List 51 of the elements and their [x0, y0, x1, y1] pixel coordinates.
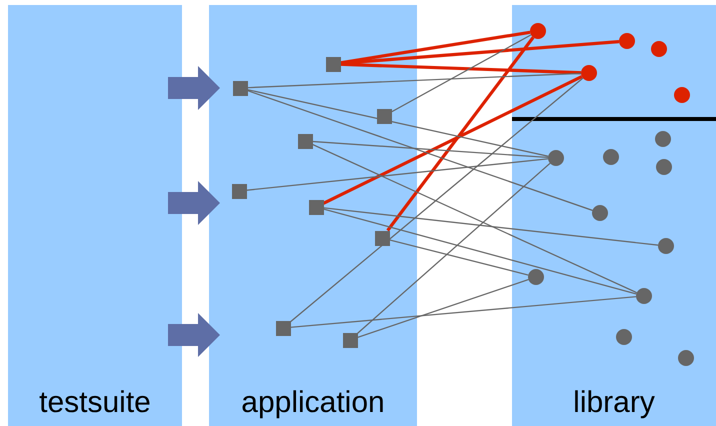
circle-marker: [651, 41, 667, 57]
column-label: application: [241, 386, 385, 420]
column-panel: [512, 5, 716, 426]
column-label: library: [573, 386, 655, 420]
connector-line: [312, 144, 637, 294]
connector-line: [323, 208, 636, 294]
circle-marker: [678, 350, 694, 366]
connector-line: [323, 207, 658, 246]
connector-line: [290, 78, 584, 322]
square-marker: [298, 134, 312, 148]
connector-line: [357, 162, 550, 334]
connector-line: [340, 30, 530, 64]
square-marker: [326, 56, 340, 72]
circle-marker: [619, 33, 635, 49]
circle-marker: [658, 238, 674, 254]
square-marker: [308, 200, 324, 214]
connector-line: [247, 89, 548, 157]
circle-marker: [528, 269, 544, 285]
circle-marker: [581, 65, 597, 81]
circle-marker: [656, 159, 672, 175]
connector-line: [247, 72, 582, 88]
square-marker: [232, 184, 246, 198]
connector-line: [312, 140, 548, 158]
square-marker: [232, 80, 248, 96]
circle-marker: [592, 205, 608, 221]
circle-marker: [674, 87, 690, 103]
circle-marker: [603, 149, 619, 165]
block-arrow: [168, 313, 220, 357]
connector-line: [386, 36, 534, 232]
connector-line: [290, 296, 636, 328]
column-panel: [209, 5, 417, 426]
circle-marker: [636, 288, 652, 304]
square-marker: [376, 108, 392, 124]
circle-marker: [530, 23, 546, 39]
square-marker: [374, 230, 390, 246]
square-marker: [276, 320, 290, 336]
connector-line: [247, 90, 593, 211]
square-marker: [342, 332, 358, 348]
block-arrow: [168, 66, 220, 110]
connector-line: [340, 62, 582, 74]
connector-line: [389, 239, 528, 276]
connector-line: [322, 75, 583, 205]
block-arrow: [168, 181, 220, 225]
circle-marker: [548, 150, 564, 166]
circle-marker: [655, 131, 671, 147]
circle-marker: [616, 329, 632, 345]
connector-line: [246, 158, 548, 191]
column-label: testsuite: [39, 386, 151, 420]
column-panel: [8, 5, 182, 426]
connector-line: [357, 279, 529, 338]
connector-line: [391, 34, 532, 112]
